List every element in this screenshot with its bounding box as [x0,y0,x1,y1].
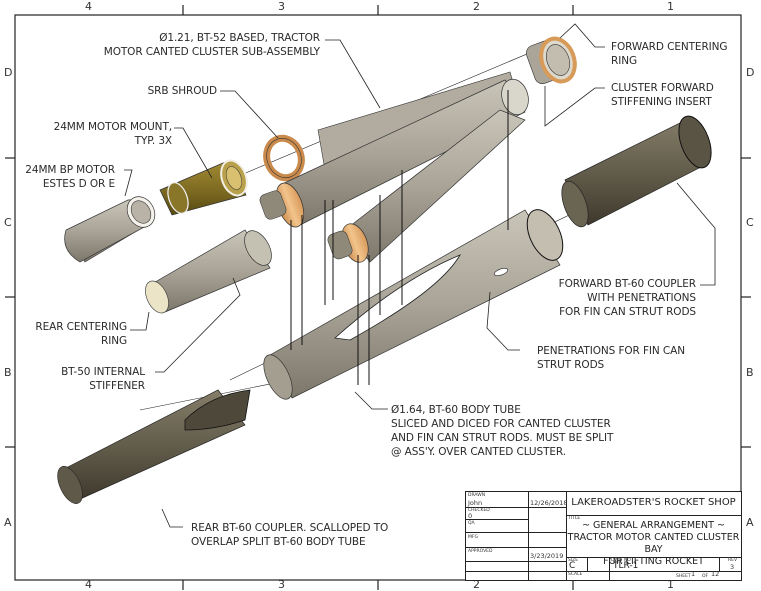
zone-right-a: A [746,516,754,529]
callout-bt50-stiffener: BT-50 INTERNAL STIFFENER [61,365,145,393]
title-line: FOR LIFTING ROCKET [603,556,704,567]
zone-top-3: 3 [278,0,285,13]
sheet-total: 12 [711,570,720,578]
callout-line: Ø1.21, BT-52 BASED, TRACTOR [159,32,320,44]
callout-line: PENETRATIONS FOR FIN CAN [537,345,685,357]
leader-lines [124,23,716,528]
callout-line: FORWARD CENTERING [611,41,728,53]
drawing-title: ~ GENERAL ARRANGEMENT ~ TRACTOR MOTOR CA… [566,520,741,568]
strut-rod-lines [290,90,509,385]
scale-label: SCALE [568,572,583,577]
callout-line: STRUT RODS [537,359,605,371]
zone-left-c: C [4,216,12,229]
rev-label: REV [728,558,738,563]
zone-right-b: B [746,366,754,379]
callout-rear-coupler: REAR BT-60 COUPLER. SCALLOPED TO OVERLAP… [191,521,388,549]
drawn-label: DRAWN [468,493,486,498]
zone-left-a: A [4,516,12,529]
callout-line: FOR FIN CAN STRUT RODS [559,306,696,318]
callout-line: Ø1.64, BT-60 BODY TUBE [391,404,521,416]
forward-coupler-part [561,115,712,228]
of-label: OF [702,574,709,579]
callout-forward-centering-ring: FORWARD CENTERING RING [611,40,728,68]
approved-label: APPROVED [468,549,493,554]
zone-bottom-1: 1 [667,578,674,591]
sheet-number: 1 [691,570,696,578]
callout-line: WITH PENETRATIONS [587,292,696,304]
callout-line: FORWARD BT-60 COUPLER [558,278,696,290]
callout-motor-mount: 24MM MOTOR MOUNT, TYP. 3X [54,120,172,148]
callout-penetrations: PENETRATIONS FOR FIN CAN STRUT RODS [537,344,685,372]
callout-rear-centering-ring: REAR CENTERING RING [35,320,127,348]
rev-value: 3 [730,563,735,571]
callout-line: STIFFENING INSERT [611,96,712,108]
drawn-date: 12/26/2018 [530,499,568,507]
callout-line: ESTES D OR E [42,178,115,190]
zone-top-2: 2 [473,0,480,13]
dwg-no-value: TLR-1 [613,561,639,571]
zone-top-1: 1 [667,0,674,13]
drawn-by: John [468,499,483,507]
callout-line: REAR CENTERING [35,321,127,333]
canted-cluster-part [259,71,529,263]
callout-line: RING [611,55,637,67]
qa-label: QA [468,521,475,526]
callout-line: OVERLAP SPLIT BT-60 BODY TUBE [191,536,366,548]
mfg-label: MFG [468,535,478,540]
callout-line: CLUSTER FORWARD [611,82,714,94]
callout-line: MOTOR CANTED CLUSTER SUB-ASSEMBLY [103,46,320,58]
bt50-stiffener-part [145,229,272,314]
rear-coupler-part [57,389,251,504]
callout-line: TYP. 3X [134,135,172,147]
zone-right-c: C [746,216,754,229]
approved-date: 3/23/2019 [530,552,564,560]
callout-line: BT-50 INTERNAL [61,366,145,378]
callout-cluster-forward-insert: CLUSTER FORWARD STIFFENING INSERT [611,81,714,109]
bp-motor-part [64,196,156,263]
callout-line: SLICED AND DICED FOR CANTED CLUSTER [391,418,611,430]
body-tube-part [263,209,564,400]
title-line: ~ GENERAL ARRANGEMENT ~ [582,520,725,531]
title-line: TRACTOR MOTOR CANTED CLUSTER BAY [567,532,740,555]
callout-line: STIFFENER [89,380,145,392]
zone-bottom-2: 2 [473,578,480,591]
callout-srb-shroud: SRB SHROUD [147,84,218,98]
callout-line: RING [101,335,127,347]
company-name: LAKEROADSTER'S ROCKET SHOP [571,497,736,508]
size-label: SIZE [568,558,579,563]
callout-line: 24MM MOTOR MOUNT, [53,121,172,133]
checked-label: CHECKED [468,508,490,513]
callout-line: 24MM BP MOTOR [25,164,115,176]
zone-left-b: B [4,366,12,379]
dwg-no-label: DWG NO [611,558,631,563]
checked-by: 0 [468,512,473,520]
zone-bottom-4: 4 [85,578,92,591]
callout-line: SRB SHROUD [147,85,218,97]
zone-bottom-3: 3 [278,578,285,591]
zone-right-d: D [746,66,755,79]
callout-cluster-sub-assembly: Ø1.21, BT-52 BASED, TRACTOR MOTOR CANTED… [80,31,320,59]
forward-centering-ring-part [526,36,577,84]
title-block: DRAWN John 12/26/2018 CHECKED 0 QA MFG A… [465,491,742,581]
drawing-border [5,5,751,590]
size-value: C [569,561,576,571]
callout-line: @ ASS'Y. OVER CANTED CLUSTER. [391,446,566,458]
srb-shroud-part [263,134,305,182]
sheet-label: SHEET [676,574,691,579]
zone-top-4: 4 [85,0,92,13]
callout-line: AND FIN CAN STRUT RODS. MUST BE SPLIT [391,432,614,444]
callout-line: REAR BT-60 COUPLER. SCALLOPED TO [191,522,389,534]
callout-body-tube: Ø1.64, BT-60 BODY TUBE SLICED AND DICED … [391,403,613,459]
callout-bp-motor: 24MM BP MOTOR ESTES D OR E [25,163,115,191]
zone-left-d: D [4,66,13,79]
callout-forward-coupler: FORWARD BT-60 COUPLER WITH PENETRATIONS … [559,277,696,319]
title-label: TITLE [568,516,581,521]
motor-mount-part [159,159,248,216]
